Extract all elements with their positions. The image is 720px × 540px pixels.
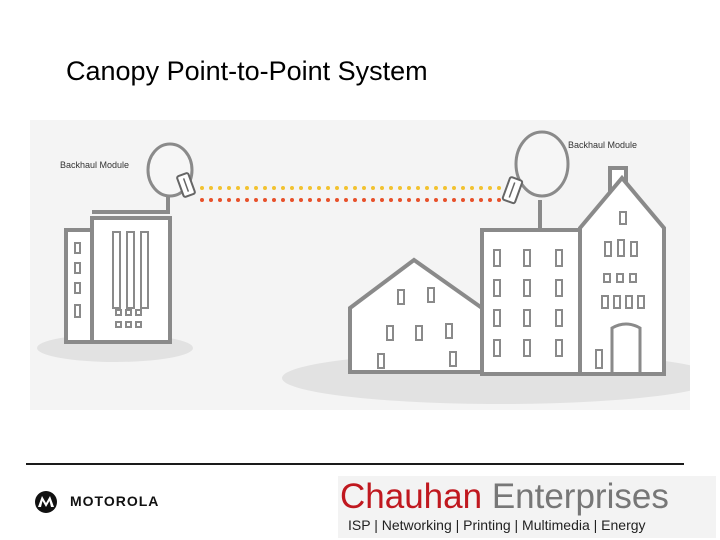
point-to-point-diagram: Backhaul Module [30,120,690,410]
slide-title: Canopy Point-to-Point System [66,56,428,86]
brand-name-part2: Enterprises [491,477,669,516]
left-building-windows [74,231,149,328]
wireless-link [200,186,501,202]
chauhan-enterprises-logo: Chauhan Enterprises ISP | Networking | P… [338,476,716,538]
small-house-windows [377,287,457,369]
right-backhaul-module [501,130,570,230]
brand-name: Chauhan Enterprises [340,478,669,516]
right-module-label: Backhaul Module [568,140,637,150]
motorola-wordmark: MOTOROLA [70,493,160,509]
building-doorway [610,322,642,374]
apartment-windows [493,249,563,357]
brand-tagline: ISP | Networking | Printing | Multimedia… [348,517,646,533]
wireless-link-top-dots [200,186,501,190]
left-module-label: Backhaul Module [60,160,129,170]
wireless-link-bottom-dots [200,198,501,202]
footer-divider [26,463,684,465]
brand-name-part1: Chauhan [340,477,483,516]
left-backhaul-module [146,142,196,212]
motorola-logo-icon [35,491,57,513]
tall-gabled-building-windows [595,211,645,369]
